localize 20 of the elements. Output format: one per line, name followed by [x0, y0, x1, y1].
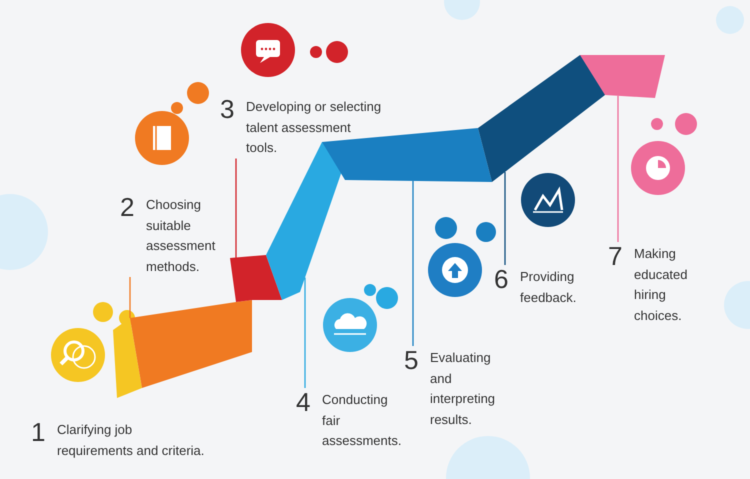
step-description: Conducting fair assessments. — [322, 391, 402, 450]
step-number: 3 — [220, 95, 236, 123]
step-number: 7 — [608, 242, 624, 270]
step-number: 1 — [31, 418, 46, 446]
leader-line — [412, 180, 414, 346]
step-description: Making educated hiring choices. — [634, 245, 688, 324]
leader-line — [504, 172, 506, 265]
step-description: Choosing suitable assessment methods. — [146, 196, 216, 276]
step-number: 2 — [120, 193, 136, 221]
leader-line — [129, 277, 131, 318]
step-number: 5 — [404, 346, 420, 374]
step-number: 4 — [296, 388, 312, 416]
step-description: Developing or selecting talent assessment tools. — [246, 98, 382, 157]
step-description: Clarifying job requirements and criteria. — [57, 421, 206, 460]
leader-line — [304, 278, 306, 388]
leader-line — [235, 158, 237, 258]
step-description: Evaluating and interpreting results. — [430, 349, 496, 428]
step-number: 6 — [494, 265, 510, 293]
leader-line — [617, 96, 619, 242]
step-description: Providing feedback. — [520, 268, 578, 306]
